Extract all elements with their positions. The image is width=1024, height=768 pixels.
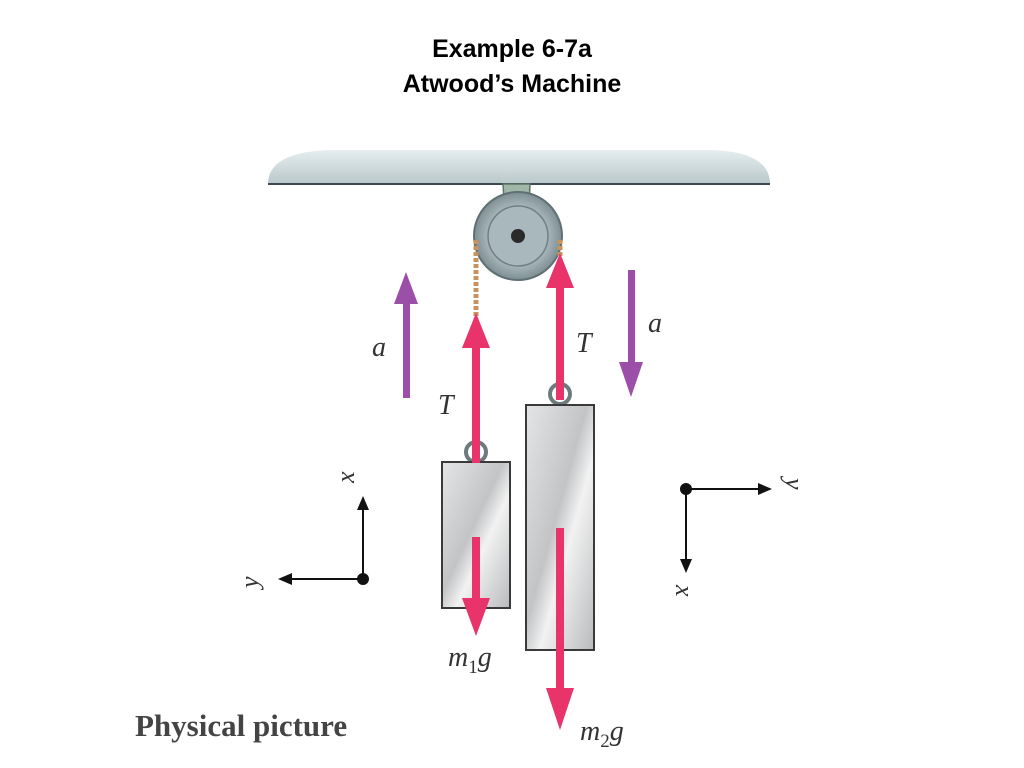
- tension-arrow-left: [462, 313, 490, 463]
- axis-left-x-label: x: [331, 471, 360, 484]
- title-line-1: Example 6-7a: [432, 35, 592, 63]
- pulley-hub: [511, 229, 525, 243]
- axes-right: [680, 483, 772, 573]
- label-m1g: m1g: [448, 642, 492, 678]
- axis-right-y-label: y: [780, 475, 809, 490]
- label-m2g: m2g: [580, 716, 624, 752]
- title-line-2: Atwood’s Machine: [402, 70, 622, 98]
- label-m1g-g: g: [478, 642, 492, 673]
- label-T-left: T: [438, 390, 456, 421]
- label-a-left: a: [372, 332, 386, 363]
- label-m2g-sub: 2: [600, 731, 610, 752]
- ceiling: [268, 150, 770, 184]
- accel-arrow-right: [619, 270, 643, 397]
- label-a-right: a: [648, 308, 662, 339]
- axis-right-x-label: x: [670, 584, 699, 597]
- tension-arrow-right: [546, 253, 574, 400]
- accel-arrow-left: [394, 272, 418, 398]
- label-m1g-m: m: [448, 642, 468, 673]
- weight-arrow-m2: [546, 528, 574, 730]
- label-m2g-m: m: [580, 716, 600, 747]
- axis-left-y-label: y: [235, 576, 264, 591]
- label-m2g-g: g: [610, 716, 624, 747]
- caption-physical-picture: Physical picture: [135, 708, 348, 743]
- weight-arrow-m1: [462, 537, 490, 636]
- axes-left: [278, 496, 369, 585]
- label-T-right: T: [576, 328, 594, 359]
- label-m1g-sub: 1: [468, 657, 478, 678]
